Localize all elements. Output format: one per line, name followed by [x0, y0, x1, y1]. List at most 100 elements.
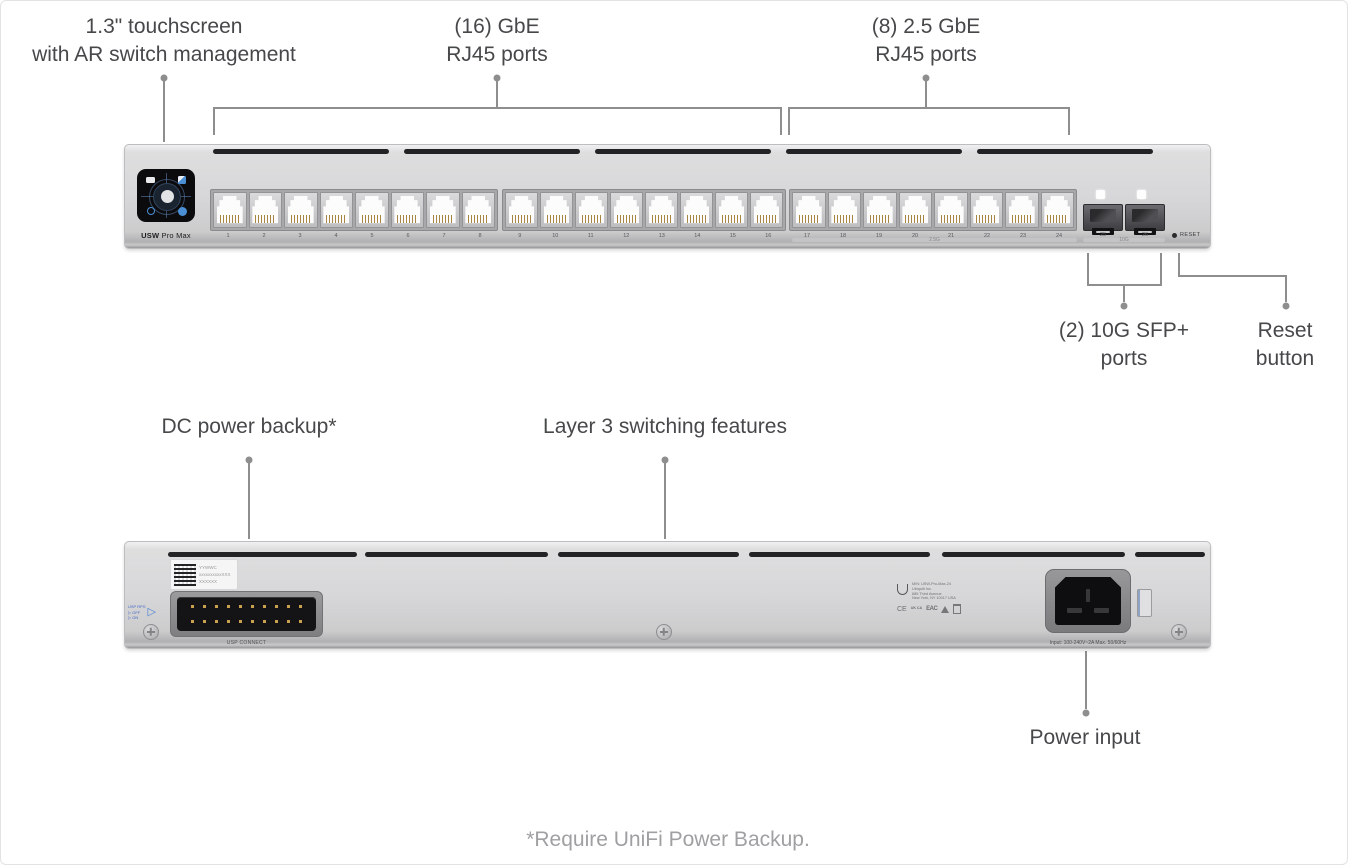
- usp-pin: [227, 605, 230, 608]
- port-number: 13: [658, 233, 665, 239]
- port-number: 23: [1019, 233, 1027, 239]
- port-number: 19: [875, 233, 883, 239]
- port-number: 14: [694, 233, 701, 239]
- screen-blue-dot-icon: [178, 207, 187, 216]
- usp-pin: [275, 605, 278, 608]
- screw-right: [1171, 624, 1187, 640]
- ubiquiti-logo: [897, 584, 908, 595]
- port-number: 10: [552, 233, 559, 239]
- weee-bin-mark: [953, 604, 962, 615]
- screen-device-icon: [146, 177, 155, 183]
- rj45-port-19: [863, 192, 897, 228]
- rj45-port-7: [426, 192, 460, 228]
- port-number: 22: [983, 233, 991, 239]
- usp-connect-caption: USP CONNECT: [226, 640, 267, 646]
- serial-sticker: YYWWC xxxxxxxxxxXXX XXXXXX: [170, 559, 238, 590]
- leader-dot-reset: [1282, 302, 1290, 310]
- rps-switch-label: USP RPS ▷ OFF ▷ ON ▷: [128, 604, 156, 621]
- sfp-latch: [1092, 228, 1114, 235]
- screen-center-knob: [153, 182, 181, 211]
- usp-pin: [239, 620, 242, 623]
- sfp1-led: [1096, 190, 1105, 199]
- rj45-port-5: [355, 192, 389, 228]
- rj45-port-10: [540, 192, 573, 228]
- port-number: 20: [911, 233, 919, 239]
- usp-pin: [251, 620, 254, 623]
- footnote: *Require UniFi Power Backup.: [526, 828, 810, 851]
- port-number: 2: [262, 233, 266, 239]
- ce-mark: CE: [897, 605, 907, 613]
- callout-layer3: Layer 3 switching features: [543, 415, 787, 438]
- vent-slot: [942, 552, 1125, 557]
- usp-pin: [203, 620, 206, 623]
- usp-pin: [275, 620, 278, 623]
- reset-button: RESET: [1172, 232, 1200, 238]
- port-number: 15: [729, 233, 736, 239]
- rj45-port-3: [284, 192, 318, 228]
- usp-pin: [263, 620, 266, 623]
- rps-title: USP RPS: [128, 604, 146, 609]
- rj45-port-18: [827, 192, 861, 228]
- port-number: 16: [765, 233, 772, 239]
- touchscreen-display: [137, 169, 195, 222]
- rj45-port-23: [1005, 192, 1039, 228]
- leader-dot-dc: [245, 456, 253, 464]
- leader-dot-gbe: [493, 74, 501, 82]
- port-number: 17: [803, 233, 811, 239]
- screw-center: [656, 624, 672, 640]
- regulatory-label: M/N: USW-Pro-Max-24 Ubiquiti Inc. 685 Th…: [897, 582, 1027, 615]
- screw-left: [143, 624, 159, 640]
- model-name-rest: Pro Max: [159, 231, 191, 240]
- rj45-port-1: [213, 192, 247, 228]
- screen-center-ring: [149, 178, 185, 215]
- vent-slot: [786, 149, 962, 154]
- rps-triangle-icon: ▷: [147, 605, 156, 618]
- speed-bar-10g: 10G: [1083, 237, 1165, 243]
- sfp-port-26: [1125, 204, 1165, 235]
- rj45-port-15: [715, 192, 748, 228]
- callout-dc-backup: DC power backup*: [161, 415, 337, 438]
- usp-pin: [203, 605, 206, 608]
- usp-pin: [287, 620, 290, 623]
- rps-on: ▷ ON: [128, 615, 139, 620]
- rj45-port-16: [750, 192, 783, 228]
- rj45-port-4: [319, 192, 353, 228]
- vent-slot: [558, 552, 739, 557]
- rj45-ports-row: [789, 189, 1077, 231]
- port-number: 12: [623, 233, 630, 239]
- rj45-port-11: [575, 192, 608, 228]
- screen-status-icon: [178, 176, 186, 184]
- port-number: 24: [1055, 233, 1063, 239]
- port-number: 4: [334, 233, 338, 239]
- regulatory-text: M/N: USW-Pro-Max-24 Ubiquiti Inc. 685 Th…: [912, 582, 956, 601]
- port-number: 21: [947, 233, 955, 239]
- rj45-port-6: [390, 192, 424, 228]
- usp-connector-pins: [191, 605, 302, 623]
- screen-info-icon: [147, 207, 155, 215]
- reset-label: RESET: [1180, 232, 1201, 238]
- serial-sticker-text: YYWWC xxxxxxxxxxXXX XXXXXX: [199, 565, 231, 584]
- rj45-port-13: [645, 192, 678, 228]
- usp-pin: [191, 620, 194, 623]
- eac-mark: EAC: [926, 606, 938, 613]
- leader-bracket-gbe25: [788, 107, 1070, 135]
- leader-dot-gbe25: [922, 74, 930, 82]
- leader-dot-power: [1082, 709, 1090, 717]
- usp-pin: [227, 620, 230, 623]
- ac-power-inlet: [1045, 569, 1131, 633]
- port-number: 11: [587, 233, 594, 239]
- usp-pin: [299, 605, 302, 608]
- leader-bracket-sfp: [1087, 253, 1162, 286]
- power-rating-text: Input: 100-240V~2A Max. 50/60Hz: [1049, 640, 1127, 646]
- rj45-port-9: [505, 192, 538, 228]
- usp-pin: [263, 605, 266, 608]
